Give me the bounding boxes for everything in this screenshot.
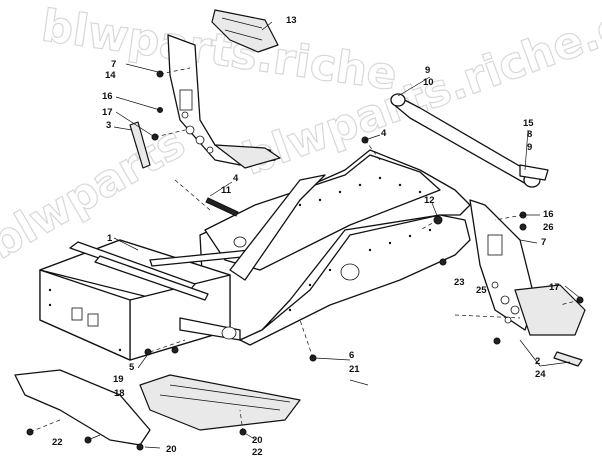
left-footrest [167,34,281,169]
frame-lower-rail [239,214,471,346]
callout-20: 20 [166,444,177,455]
callout-7: 7 [111,59,116,70]
cross-tube [94,255,209,301]
frame-hole-large [340,263,360,281]
callout-17: 17 [549,282,560,293]
tube-end [233,236,247,248]
callout-24: 24 [535,369,546,380]
tube-end [221,326,237,340]
callout-6: 6 [349,350,354,361]
footrest-plate [514,284,586,336]
callout-26: 26 [543,222,554,233]
frame-rivets [48,176,432,352]
leader-lines [87,21,581,449]
callout-1: 1 [107,233,113,244]
callout-14: 14 [105,70,116,81]
callout-12: 12 [424,195,435,206]
watermark-right: blwparts.riche.com [236,0,602,185]
footrest-tread [214,144,281,169]
skid-plate [14,369,151,446]
callout-8: 8 [527,129,532,140]
callout-20: 20 [252,435,263,446]
handgrip [211,9,279,53]
footrest-slot [179,89,193,111]
callout-17: 17 [102,107,113,118]
shaft-bracket [519,164,549,181]
bulkhead-slot [87,313,99,327]
bulkhead-side [39,269,131,361]
assembly-lines [29,67,581,433]
callout-13: 13 [286,15,297,26]
watermark-left: blwparts [0,117,194,270]
callout-25: 25 [476,285,487,296]
right-footrest [469,199,586,336]
callout-4: 4 [381,128,387,139]
callout-23: 23 [454,277,465,288]
callout-21: 21 [349,364,360,375]
callout-4: 4 [233,173,239,184]
main-frame [39,149,471,361]
strap [553,351,583,367]
brace-bar [129,121,151,169]
callout-11: 11 [221,185,232,196]
callout-labels: 13 7 14 16 17 3 9 10 15 8 9 4 4 11 12 16… [52,15,560,458]
callout-7: 7 [541,237,546,248]
steering-shaft [390,93,549,188]
frame-spar [229,174,326,281]
bulkhead-slot [71,307,83,321]
callout-9: 9 [425,65,430,76]
callout-5: 5 [129,362,135,373]
callout-15: 15 [523,118,534,129]
callout-18: 18 [114,388,125,399]
callout-9: 9 [527,142,532,153]
shaft-bushing [390,93,406,107]
callout-22: 22 [252,447,263,458]
callout-19: 19 [113,374,124,385]
spring-pin [205,197,239,217]
callout-22: 22 [52,437,63,448]
callout-3: 3 [106,120,111,131]
callout-16: 16 [543,209,554,220]
callout-16: 16 [102,91,113,102]
callout-10: 10 [423,77,434,88]
callout-2: 2 [535,356,540,367]
